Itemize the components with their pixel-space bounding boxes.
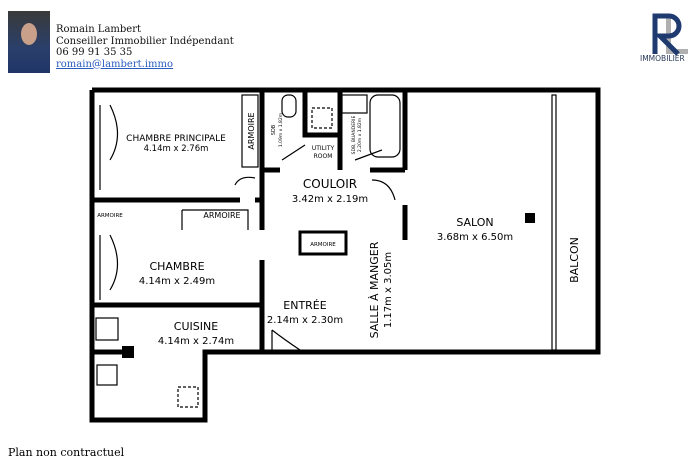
room-sdb: SDB — [271, 124, 277, 135]
walls — [89, 87, 601, 423]
room-cuisine-size: 4.14m x 2.74m — [158, 336, 234, 347]
room-cuisine: CUISINE — [174, 320, 218, 333]
room-salle-a-manger-size: 1.17m x 3.05m — [383, 252, 394, 328]
armoire-label: ARMOIRE — [310, 242, 336, 248]
room-sdb-buanderie: SDB, BUANDERIE — [351, 115, 357, 154]
room-salon-size: 3.68m x 6.50m — [437, 232, 513, 243]
room-sdb-buanderie-size: 2.20m x 1.82m — [357, 118, 363, 152]
room-salle-a-manger: SALLE À MANGER — [368, 241, 381, 338]
agent-email-link[interactable]: romain@lambert.immo — [56, 58, 174, 70]
room-salon: SALON — [456, 216, 493, 229]
room-chambre-size: 4.14m x 2.49m — [139, 276, 215, 287]
armoire-label: ARMOIRE — [203, 211, 240, 220]
agent-phone: 06 99 91 35 35 — [56, 47, 133, 58]
armoire-label: ARMOIRE — [247, 112, 256, 149]
disclaimer: Plan non contractuel — [8, 446, 125, 459]
room-balcon: BALCON — [568, 237, 581, 283]
fixtures — [95, 94, 557, 408]
agent-name: Romain Lambert — [56, 24, 142, 35]
room-chambre-principale: CHAMBRE PRINCIPALE — [126, 134, 226, 144]
rl-logo — [652, 13, 688, 56]
room-chambre-principale-size: 4.14m x 2.76m — [144, 144, 209, 154]
agent-photo — [8, 11, 50, 73]
room-couloir: COULOIR — [303, 177, 357, 191]
room-couloir-size: 3.42m x 2.19m — [292, 194, 368, 205]
agent-title: Conseiller Immobilier Indépendant — [56, 35, 234, 47]
utility-line1: UTILITY — [312, 145, 335, 152]
room-chambre: CHAMBRE — [149, 260, 204, 273]
logo-text: IMMOBILIER — [640, 54, 685, 63]
room-sdb-size: 1.09m x 1.82m — [278, 113, 284, 147]
room-entree-size: 2.14m x 2.30m — [267, 315, 343, 326]
utility-line2: ROOM — [314, 153, 333, 160]
armoire-label: ARMOIRE — [97, 213, 123, 219]
room-entree: ENTRÉE — [283, 299, 326, 312]
